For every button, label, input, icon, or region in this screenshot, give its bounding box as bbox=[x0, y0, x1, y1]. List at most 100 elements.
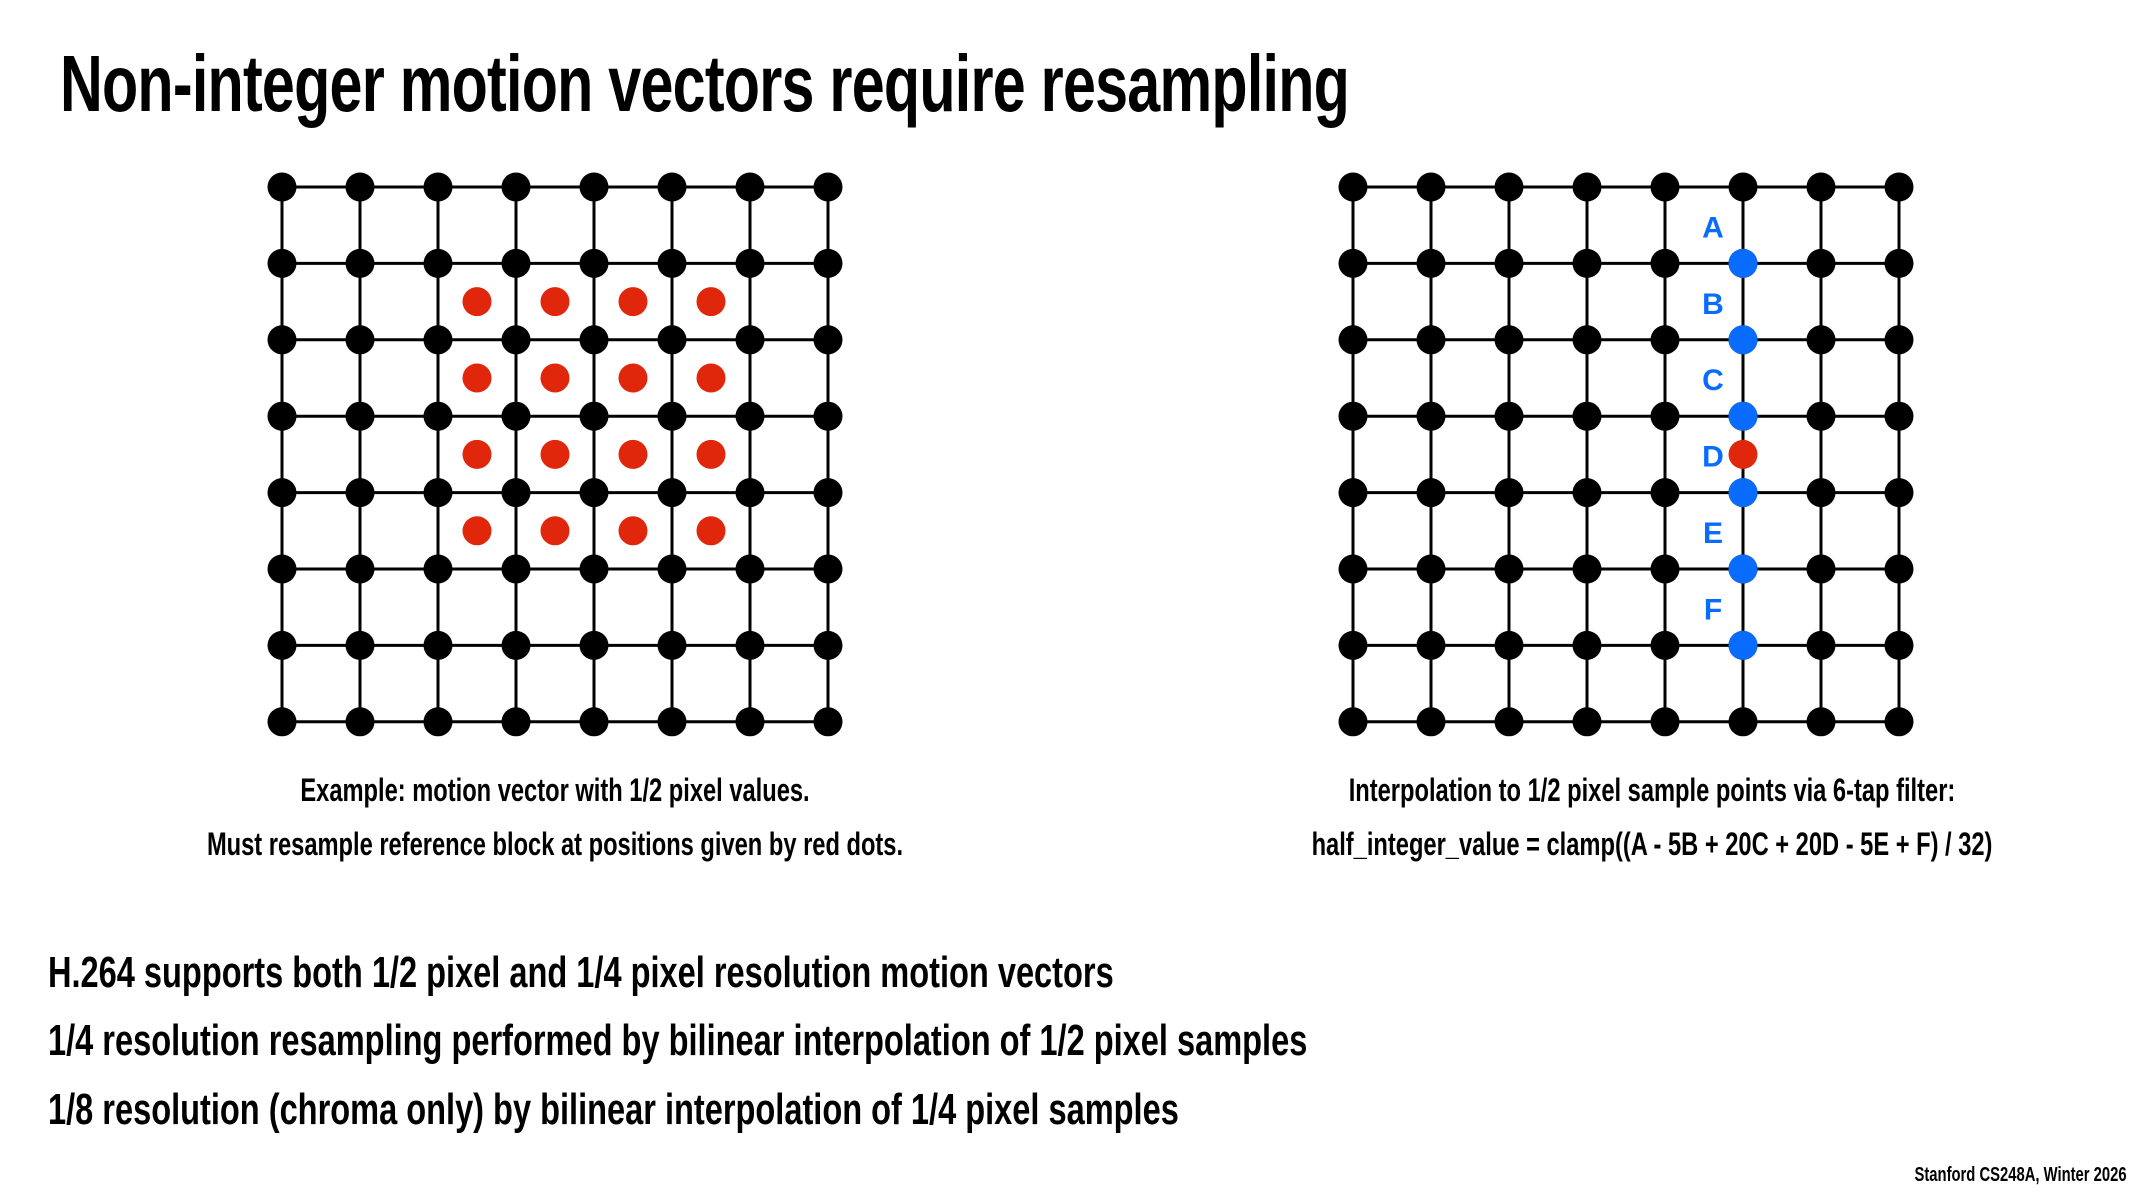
resample-position-dot bbox=[618, 516, 648, 546]
pixel-sample-dot bbox=[657, 401, 687, 431]
pixel-sample-dot bbox=[1338, 478, 1368, 508]
pixel-sample-dot bbox=[735, 554, 765, 584]
bullet-2: 1/4 resolution resampling performed by b… bbox=[48, 1016, 1308, 1065]
pixel-sample-dot bbox=[1806, 554, 1836, 584]
pixel-sample-dot bbox=[1338, 325, 1368, 355]
pixel-sample-dot bbox=[735, 248, 765, 278]
pixel-sample-dot bbox=[579, 325, 609, 355]
pixel-sample-dot bbox=[423, 707, 453, 737]
resample-position-dot bbox=[696, 516, 726, 546]
pixel-sample-dot bbox=[1572, 478, 1602, 508]
pixel-sample-dot bbox=[267, 478, 297, 508]
pixel-sample-dot bbox=[1416, 172, 1446, 202]
pixel-sample-dot bbox=[501, 707, 531, 737]
pixel-sample-dot bbox=[1572, 401, 1602, 431]
pixel-sample-dot bbox=[1338, 630, 1368, 660]
pixel-sample-dot bbox=[1884, 325, 1914, 355]
pixel-sample-dot bbox=[1494, 478, 1524, 508]
pixel-sample-dot bbox=[1806, 478, 1836, 508]
right-caption-line1: Interpolation to 1/2 pixel sample points… bbox=[1348, 772, 1956, 808]
slide-title: Non-integer motion vectors require resam… bbox=[60, 39, 1350, 128]
resample-position-dot bbox=[540, 363, 570, 393]
pixel-sample-dot bbox=[1416, 707, 1446, 737]
resample-position-dot bbox=[618, 439, 648, 469]
pixel-sample-dot bbox=[813, 630, 843, 660]
pixel-sample-dot bbox=[1494, 172, 1524, 202]
resample-position-dot bbox=[462, 363, 492, 393]
pixel-sample-dot bbox=[735, 401, 765, 431]
half-pixel-sample-dot bbox=[1728, 439, 1758, 469]
pixel-sample-dot bbox=[1884, 172, 1914, 202]
pixel-sample-dot bbox=[1338, 554, 1368, 584]
resample-position-dot bbox=[540, 516, 570, 546]
resample-position-dot bbox=[540, 439, 570, 469]
filter-tap-dot bbox=[1728, 248, 1758, 278]
pixel-sample-dot bbox=[501, 401, 531, 431]
pixel-sample-dot bbox=[657, 707, 687, 737]
pixel-sample-dot bbox=[657, 478, 687, 508]
tap-label-d: D bbox=[1702, 441, 1724, 474]
pixel-sample-dot bbox=[501, 325, 531, 355]
pixel-sample-dot bbox=[1884, 248, 1914, 278]
pixel-sample-dot bbox=[1338, 707, 1368, 737]
pixel-sample-dot bbox=[1650, 630, 1680, 660]
pixel-sample-dot bbox=[1650, 554, 1680, 584]
pixel-sample-dot bbox=[1572, 325, 1602, 355]
pixel-sample-dot bbox=[345, 325, 375, 355]
pixel-sample-dot bbox=[345, 554, 375, 584]
filter-tap-dot bbox=[1728, 554, 1758, 584]
pixel-sample-dot bbox=[501, 630, 531, 660]
pixel-sample-dot bbox=[423, 248, 453, 278]
pixel-sample-dot bbox=[579, 707, 609, 737]
pixel-sample-dot bbox=[1416, 401, 1446, 431]
pixel-sample-dot bbox=[345, 707, 375, 737]
pixel-sample-dot bbox=[1806, 401, 1836, 431]
pixel-sample-dot bbox=[735, 325, 765, 355]
pixel-sample-dot bbox=[267, 325, 297, 355]
pixel-sample-dot bbox=[423, 554, 453, 584]
resample-position-dot bbox=[462, 439, 492, 469]
pixel-sample-dot bbox=[1338, 401, 1368, 431]
pixel-sample-dot bbox=[345, 630, 375, 660]
tap-label-e: E bbox=[1703, 517, 1723, 550]
tap-label-b: B bbox=[1702, 288, 1724, 321]
resample-position-dot bbox=[462, 516, 492, 546]
pixel-sample-dot bbox=[657, 248, 687, 278]
filter-formula: half_integer_value = clamp((A - 5B + 20C… bbox=[1311, 826, 1993, 862]
pixel-sample-dot bbox=[735, 707, 765, 737]
pixel-sample-dot bbox=[267, 248, 297, 278]
pixel-sample-dot bbox=[1572, 707, 1602, 737]
tap-label-a: A bbox=[1702, 211, 1724, 244]
pixel-sample-dot bbox=[1650, 325, 1680, 355]
pixel-sample-dot bbox=[1650, 707, 1680, 737]
pixel-sample-dot bbox=[813, 248, 843, 278]
pixel-sample-dot bbox=[735, 630, 765, 660]
pixel-sample-dot bbox=[813, 554, 843, 584]
pixel-sample-dot bbox=[813, 325, 843, 355]
resample-position-dot bbox=[462, 287, 492, 317]
pixel-sample-dot bbox=[1884, 630, 1914, 660]
pixel-sample-dot bbox=[579, 248, 609, 278]
pixel-sample-dot bbox=[813, 478, 843, 508]
pixel-sample-dot bbox=[1884, 707, 1914, 737]
pixel-sample-dot bbox=[1806, 248, 1836, 278]
bullet-1: H.264 supports both 1/2 pixel and 1/4 pi… bbox=[48, 948, 1114, 997]
pixel-sample-dot bbox=[1416, 554, 1446, 584]
pixel-sample-dot bbox=[1572, 248, 1602, 278]
bullet-3: 1/8 resolution (chroma only) by bilinear… bbox=[48, 1085, 1179, 1134]
pixel-sample-dot bbox=[1806, 325, 1836, 355]
pixel-sample-dot bbox=[501, 172, 531, 202]
pixel-sample-dot bbox=[1884, 478, 1914, 508]
pixel-sample-dot bbox=[579, 630, 609, 660]
filter-tap-dot bbox=[1728, 478, 1758, 508]
left-caption-line2: Must resample reference block at positio… bbox=[206, 826, 904, 862]
pixel-sample-dot bbox=[1650, 478, 1680, 508]
pixel-sample-dot bbox=[1884, 401, 1914, 431]
pixel-sample-dot bbox=[345, 401, 375, 431]
pixel-sample-dot bbox=[1338, 172, 1368, 202]
pixel-sample-dot bbox=[657, 325, 687, 355]
pixel-sample-dot bbox=[813, 401, 843, 431]
pixel-sample-dot bbox=[1494, 554, 1524, 584]
pixel-sample-dot bbox=[1416, 630, 1446, 660]
